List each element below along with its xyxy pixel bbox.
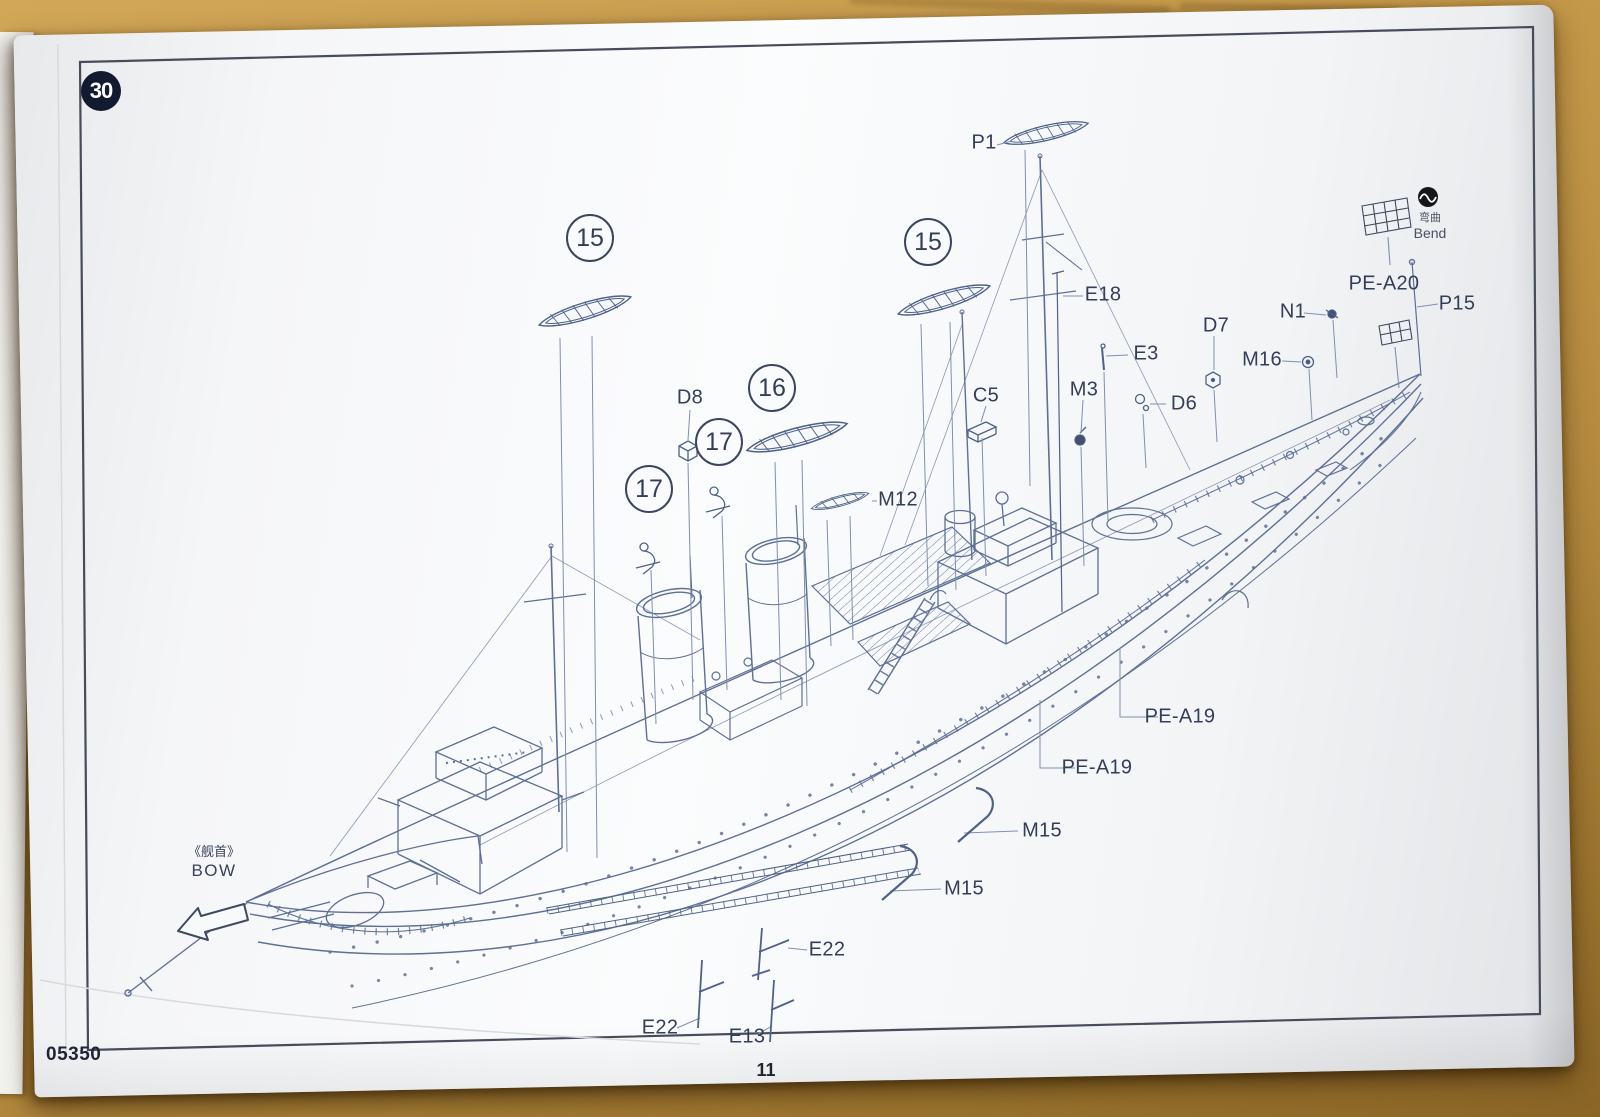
part-label-d6: D6 bbox=[1170, 392, 1198, 415]
part-label-pe-a20: PE-A20 bbox=[1348, 272, 1420, 295]
bow-label-en: BOW bbox=[191, 861, 237, 881]
bend-label-cjk: 弯曲 bbox=[1419, 212, 1441, 224]
part-label-p1: P1 bbox=[971, 131, 997, 154]
part-label-15: 15 bbox=[904, 218, 952, 266]
part-label-m3: M3 bbox=[1069, 378, 1099, 401]
step-number-badge: 30 bbox=[81, 71, 121, 111]
bow-label-cjk: 《舰首》 bbox=[187, 844, 240, 859]
part-label-d8: D8 bbox=[676, 386, 704, 409]
part-label-c5: C5 bbox=[972, 384, 1000, 407]
part-label-p15: P15 bbox=[1438, 292, 1476, 315]
part-label-m12: M12 bbox=[878, 488, 918, 511]
bow-direction-label: 《舰首》 BOW bbox=[158, 844, 270, 882]
part-label-e3: E3 bbox=[1133, 342, 1159, 365]
part-label-pe-a19: PE-A19 bbox=[1061, 756, 1133, 779]
part-label-m15: M15 bbox=[1022, 819, 1062, 842]
page-number: 11 bbox=[756, 1060, 776, 1080]
part-label-17: 17 bbox=[695, 418, 743, 466]
part-label-17: 17 bbox=[625, 465, 673, 513]
bend-instruction: 弯曲 Bend bbox=[1396, 212, 1464, 241]
part-label-e22: E22 bbox=[808, 938, 846, 961]
part-label-e13: E13 bbox=[728, 1025, 766, 1048]
part-label-m16: M16 bbox=[1242, 348, 1282, 371]
part-label-e18: E18 bbox=[1084, 283, 1122, 306]
part-label-m15: M15 bbox=[944, 877, 984, 900]
bend-label-en: Bend bbox=[1413, 224, 1447, 241]
part-label-n1: N1 bbox=[1279, 300, 1307, 323]
part-label-16: 16 bbox=[748, 364, 796, 412]
part-label-pe-a19: PE-A19 bbox=[1144, 705, 1216, 728]
part-label-15: 15 bbox=[566, 214, 614, 262]
kit-number: 05350 bbox=[46, 1044, 102, 1065]
part-label-d7: D7 bbox=[1202, 314, 1230, 337]
part-label-e22: E22 bbox=[641, 1016, 679, 1039]
